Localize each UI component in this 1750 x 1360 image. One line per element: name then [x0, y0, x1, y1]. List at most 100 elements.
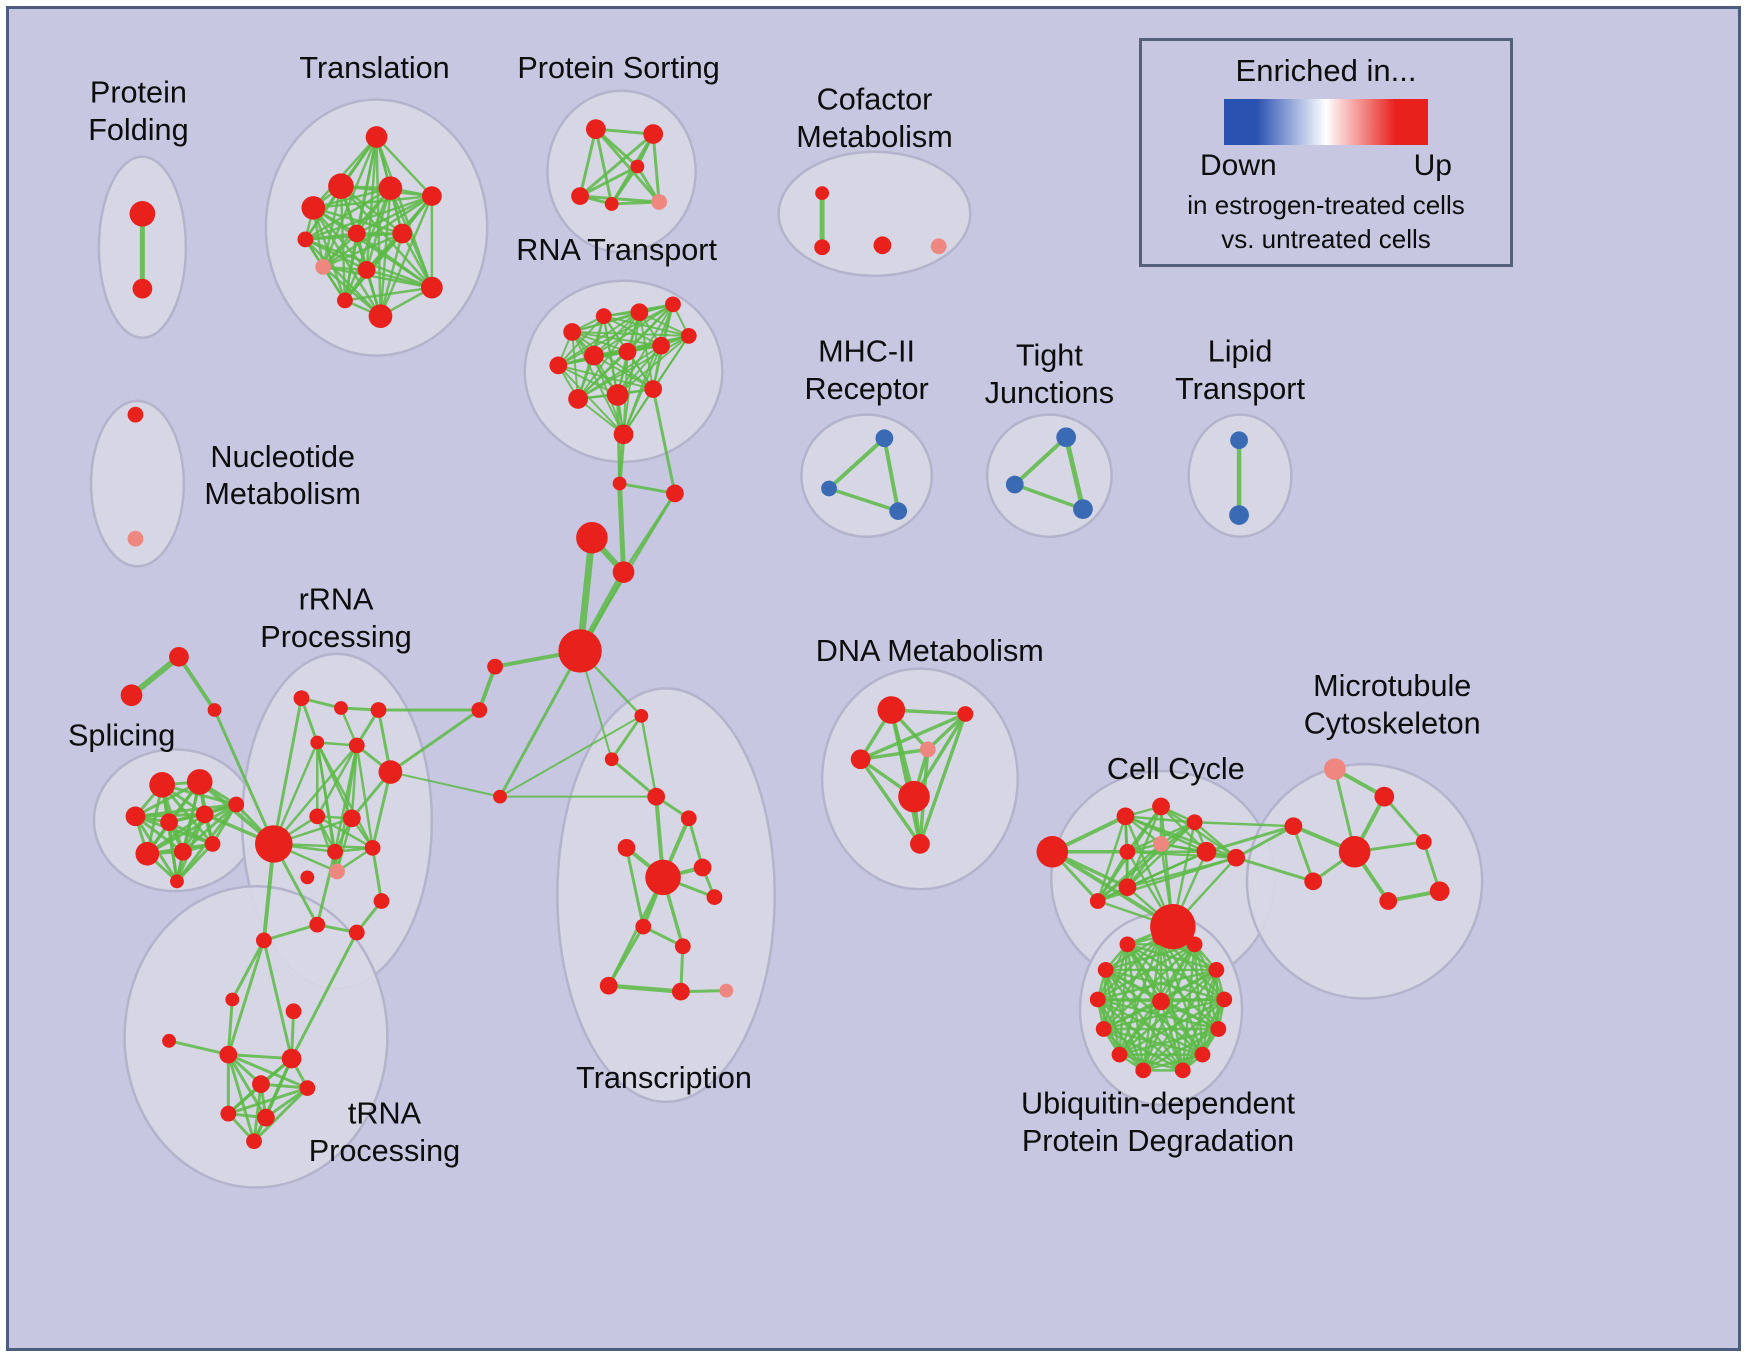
network-edge: [616, 334, 690, 396]
cluster-label-rna-transport: RNA Transport: [516, 233, 717, 267]
network-edge: [226, 1086, 309, 1116]
network-edge: [262, 938, 294, 1061]
network-edge: [1126, 850, 1238, 859]
network-edge: [1104, 968, 1163, 1003]
network-node-ub9: [1210, 1021, 1227, 1037]
network-node-ub2: [1119, 936, 1136, 953]
network-node-tn1: [256, 932, 272, 949]
network-node-tr12: [337, 292, 353, 309]
network-edge: [312, 206, 347, 302]
network-node-tr5: [421, 186, 442, 206]
network-node-rr6: [378, 760, 403, 784]
network-node-tr6: [347, 224, 366, 243]
network-node-sp2: [186, 769, 213, 795]
network-edge: [1096, 968, 1218, 1001]
network-node-dm4: [919, 741, 936, 758]
network-edge: [1063, 434, 1086, 512]
network-edge: [175, 842, 215, 883]
network-node-mt5: [1415, 834, 1432, 850]
network-node-rr8: [342, 809, 361, 828]
network-node-rt9: [680, 327, 697, 344]
network-node-rr10: [364, 839, 381, 856]
legend-down-label: Down: [1200, 149, 1277, 182]
network-node-rr3: [370, 702, 387, 718]
network-node-ub1: [1152, 927, 1170, 946]
network-edge: [640, 714, 658, 798]
network-node-rr12: [329, 863, 345, 880]
network-edge: [1141, 998, 1226, 1072]
network-node-txhub: [645, 859, 681, 896]
network-node-tx8: [635, 918, 652, 935]
network-edge: [316, 815, 339, 873]
legend-caption-line2: vs. untreated cells: [1221, 223, 1431, 254]
network-node-rr2: [334, 701, 348, 715]
network-node-cf1: [815, 186, 830, 201]
network-node-tr7: [392, 223, 413, 244]
network-edge: [926, 712, 968, 752]
network-node-dm2: [957, 706, 974, 722]
network-edge: [592, 303, 674, 357]
network-edge: [1193, 821, 1295, 828]
network-edge: [602, 315, 690, 337]
network-node-rt6: [584, 345, 604, 366]
network-node-rt5: [549, 356, 568, 375]
network-node-cn6: [471, 702, 488, 718]
network-edge: [912, 712, 968, 799]
legend: Enriched in... Down Up in estrogen-treat…: [1139, 38, 1513, 267]
network-node-cc7: [1196, 841, 1217, 862]
network-edge: [321, 232, 404, 269]
network-edge: [379, 194, 434, 318]
network-node-sp3: [125, 806, 146, 827]
cluster-ellipse-mhc-ii-receptor: [800, 413, 934, 538]
network-node-ub7: [1216, 991, 1233, 1008]
cluster-ellipse-microtubule-cytoskeleton: [1245, 762, 1484, 1000]
network-node-sp8: [173, 842, 192, 861]
network-edge: [1159, 1000, 1204, 1056]
network-edge: [230, 938, 266, 1001]
network-edge: [557, 311, 641, 367]
network-node-tx4: [680, 810, 697, 827]
network-node-tr8: [315, 259, 332, 275]
network-node-nu1: [127, 406, 144, 423]
network-edge: [312, 194, 434, 210]
network-edge: [226, 1053, 256, 1143]
network-edge: [882, 436, 901, 514]
network-edge: [252, 1086, 309, 1143]
network-node-cc2: [1116, 807, 1135, 826]
network-edge: [375, 135, 434, 198]
network-edge: [335, 817, 354, 873]
network-node-mt7: [1379, 892, 1398, 910]
network-node-ps4: [604, 197, 619, 211]
network-node-sp6: [228, 796, 245, 813]
network-edge: [616, 344, 663, 396]
network-edge: [571, 330, 580, 400]
network-node-cc6: [1153, 836, 1169, 852]
network-edge: [578, 165, 639, 198]
network-edge: [181, 803, 238, 854]
network-node-rr4: [310, 735, 325, 750]
network-node-cf2: [814, 239, 831, 256]
network-node-rr5: [348, 737, 365, 754]
network-node-cc8: [1227, 848, 1245, 867]
network-edge: [1159, 943, 1196, 1003]
network-node-mt1: [1324, 758, 1346, 780]
network-node-rt7: [618, 342, 637, 361]
network-node-cn5: [487, 658, 503, 675]
network-node-rt2: [595, 308, 612, 325]
network-node-ub12: [1135, 1062, 1152, 1079]
network-edge: [316, 741, 374, 850]
network-node-mt8: [1304, 872, 1323, 891]
network-edge: [176, 654, 217, 712]
network-node-mt2: [1374, 786, 1395, 807]
network-edge: [145, 803, 238, 856]
network-node-tr10: [420, 276, 443, 299]
network-edge: [571, 330, 629, 353]
network-node-tn4: [285, 1003, 302, 1020]
network-edge: [315, 850, 337, 927]
network-node-cn2: [666, 484, 684, 503]
network-edge: [651, 132, 661, 204]
network-node-ps5: [651, 194, 668, 210]
